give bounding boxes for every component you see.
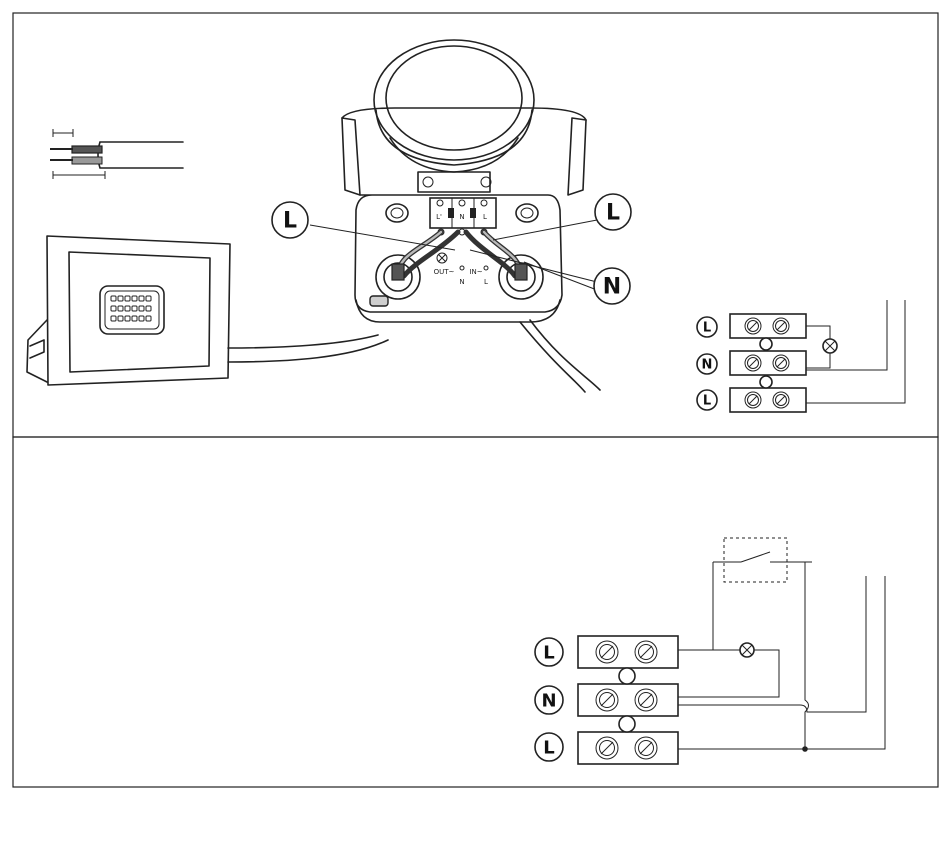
terminal-block-small: L N L — [697, 300, 905, 412]
pointer-line-l-right — [493, 220, 597, 240]
floodlight-fixture-icon — [27, 236, 388, 385]
svg-text:L: L — [606, 201, 620, 226]
svg-text:L: L — [543, 643, 554, 664]
terminal-block-large: L N L — [535, 538, 885, 764]
svg-text:L: L — [543, 738, 554, 759]
badge-live-left: L — [272, 202, 308, 238]
small-badge-live-1: L — [697, 317, 717, 337]
led-array — [111, 296, 151, 321]
svg-text:N: N — [603, 275, 621, 300]
svg-text:L: L — [283, 209, 297, 234]
svg-text:L: L — [703, 321, 711, 336]
terminal-label-l: L — [483, 213, 487, 221]
small-badge-live-2: L — [697, 390, 717, 410]
marking-l: L — [484, 278, 488, 286]
large-badge-live-2: L — [535, 733, 563, 761]
terminal-label-l-out: L' — [436, 213, 442, 221]
small-badge-neutral: N — [697, 354, 717, 374]
pir-sensor-icon: L' N L OUT~ N IN~ L — [342, 40, 600, 392]
large-badge-neutral: N — [535, 686, 563, 714]
marking-n: N — [459, 278, 464, 286]
marking-out: OUT~ — [434, 268, 455, 276]
bottom-panel-frame — [13, 437, 938, 787]
svg-text:N: N — [702, 358, 713, 373]
svg-text:L: L — [703, 394, 711, 409]
switch-housing — [724, 538, 787, 582]
large-badge-live-1: L — [535, 638, 563, 666]
badge-live-right: L — [595, 194, 631, 230]
svg-text:N: N — [541, 691, 556, 712]
switch-icon — [713, 552, 812, 562]
marking-in: IN~ — [469, 268, 482, 276]
stripped-cable-icon — [50, 129, 183, 179]
terminal-label-n: N — [459, 213, 464, 221]
badge-neutral: N — [594, 268, 630, 304]
